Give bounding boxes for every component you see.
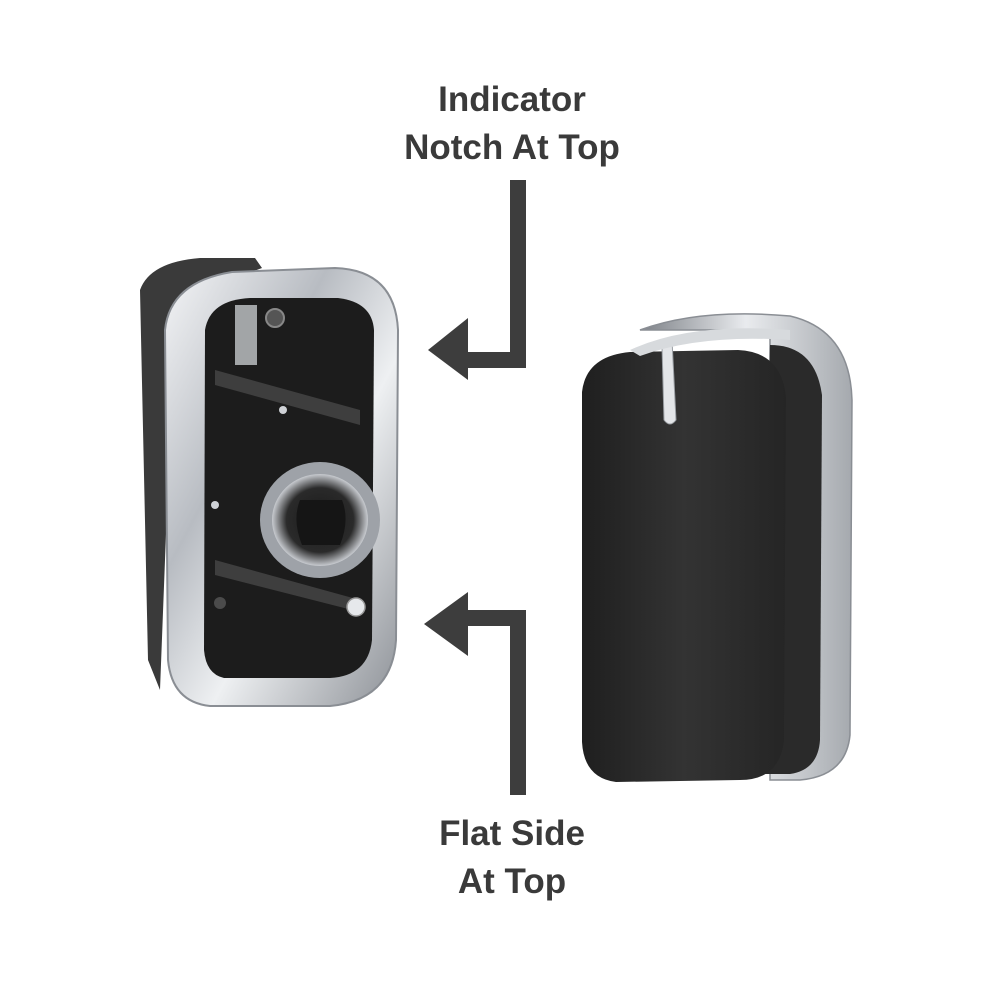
top-caption: Indicator Notch At Top: [352, 76, 672, 172]
arrow-left-icon: [428, 180, 526, 380]
top-caption-line2: Notch At Top: [404, 128, 620, 167]
top-caption-line1: Indicator: [438, 80, 586, 119]
knob-d-bore: [296, 500, 346, 545]
bottom-caption: Flat Side At Top: [352, 810, 672, 906]
knob-front-face: [582, 350, 786, 782]
indicator-notch: [661, 339, 677, 425]
bottom-caption-line2: At Top: [457, 862, 567, 901]
bottom-caption-line1: Flat Side: [439, 814, 585, 853]
knob-back-view: [140, 258, 400, 707]
arrow-left-icon: [424, 592, 526, 795]
knob-front-view: [582, 313, 853, 782]
